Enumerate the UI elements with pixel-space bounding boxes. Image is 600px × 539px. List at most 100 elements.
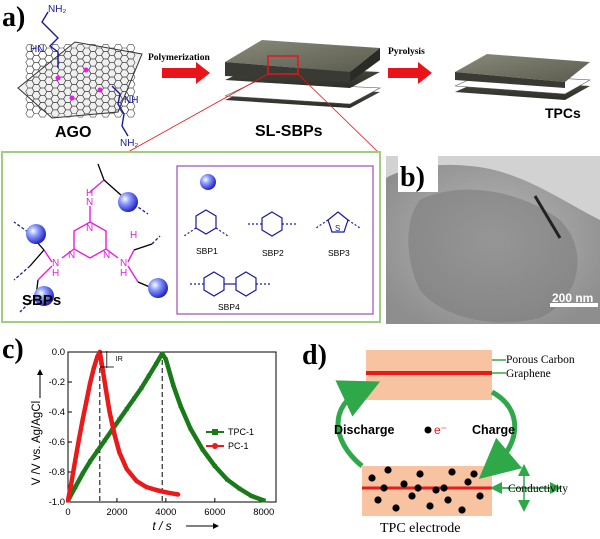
tem-edge bbox=[533, 195, 562, 239]
series-point bbox=[163, 357, 168, 362]
series-point bbox=[178, 404, 183, 408]
graphene-hex-cell bbox=[88, 109, 98, 118]
series-point bbox=[73, 485, 78, 489]
pyrolysis-label: Pyrolysis bbox=[388, 47, 425, 57]
tpc-electrode-label: TPC electrode bbox=[380, 521, 460, 536]
zoom-line-right bbox=[297, 73, 379, 153]
nh-h4: H bbox=[130, 230, 137, 241]
electron-dots bbox=[368, 466, 484, 514]
porous-carbon-label: Porous Carbon bbox=[506, 354, 575, 366]
electrode-dot bbox=[440, 484, 448, 492]
amine-nh2-bottom: NH₂ bbox=[120, 138, 138, 149]
panel-d: d) Porous Carbon Graphene Discharge Char… bbox=[302, 340, 575, 536]
spacer-sbp3: SBP3 bbox=[328, 248, 350, 258]
series-point bbox=[65, 498, 71, 503]
series-point bbox=[249, 494, 254, 498]
x-tick-label: 4000 bbox=[155, 507, 176, 518]
graphene-hex-cell bbox=[50, 109, 60, 118]
charge-label: Charge bbox=[472, 423, 515, 437]
triazine-n2: N bbox=[68, 250, 75, 261]
thiophene-s: S bbox=[335, 224, 340, 233]
sl-sbps-stack bbox=[224, 40, 382, 108]
series-point bbox=[132, 396, 137, 401]
y-tick-label: 0.0 bbox=[52, 347, 65, 358]
series-point bbox=[212, 464, 217, 468]
ir-label: IR bbox=[116, 356, 123, 363]
series-point bbox=[76, 436, 82, 442]
electrode-dot bbox=[464, 478, 472, 486]
series-point bbox=[107, 409, 112, 415]
sphere-4 bbox=[148, 278, 168, 298]
graphene-hex-cell bbox=[63, 109, 73, 118]
graphene-hex-cell bbox=[126, 44, 136, 52]
x-tick-label: 2000 bbox=[106, 507, 127, 518]
polymerization-label: Polymerization bbox=[148, 53, 210, 63]
series-point bbox=[117, 417, 122, 422]
electrode-dot bbox=[476, 492, 484, 500]
x-tick-label: 6000 bbox=[204, 507, 225, 518]
conductivity-label: Conductivity bbox=[508, 483, 568, 495]
electrode-dot bbox=[414, 484, 422, 492]
discharge-label: Discharge bbox=[334, 423, 394, 437]
panel-b-label: b) bbox=[400, 162, 425, 193]
series-point bbox=[160, 351, 165, 356]
scale-bar-label: 200 nm bbox=[552, 291, 593, 305]
series-point bbox=[139, 386, 144, 390]
y-tick-label: -1.0 bbox=[49, 497, 65, 508]
panel-a: a) NH₂ HN NH NH₂ AGO Polymerization bbox=[1, 2, 592, 323]
series-point bbox=[117, 450, 122, 455]
series-point bbox=[124, 407, 129, 411]
graphene-hex-cell bbox=[75, 109, 85, 118]
spacer-sbp4: SBP4 bbox=[218, 302, 240, 312]
electrode-dot bbox=[448, 468, 456, 476]
electron-dot bbox=[424, 426, 432, 434]
nh-h3: H bbox=[120, 268, 127, 279]
graphene-hex-cell bbox=[113, 109, 123, 118]
legend-swatch-marker bbox=[212, 443, 218, 449]
panel-b-label-bg bbox=[398, 156, 438, 192]
tpcs-stack bbox=[454, 54, 592, 100]
legend-sphere bbox=[200, 174, 216, 190]
amine-chain-top bbox=[41, 11, 59, 68]
series-point bbox=[103, 387, 109, 392]
series-point bbox=[134, 478, 139, 484]
series-point bbox=[80, 471, 85, 476]
sl-sbps-label: SL-SBPs bbox=[255, 123, 323, 140]
series-point bbox=[80, 417, 85, 422]
series-point bbox=[163, 490, 169, 495]
series-point bbox=[84, 399, 89, 404]
electrode-dot bbox=[432, 486, 440, 494]
sbp-structure: N N N N H N H N H N H bbox=[13, 163, 168, 313]
electrode-dot bbox=[426, 502, 434, 510]
charge-arrow bbox=[478, 389, 523, 480]
tpcs-label: TPCs bbox=[545, 105, 581, 121]
graphene-hex-cell bbox=[126, 109, 136, 118]
panel-c-label: c) bbox=[2, 334, 24, 365]
series-point bbox=[112, 432, 117, 437]
sbps-inset-frame bbox=[1, 151, 381, 323]
y-axis-label: V /V vs. Ag/AgCl bbox=[31, 401, 43, 485]
nh-h1: H bbox=[86, 188, 93, 199]
electrode-dot bbox=[470, 470, 478, 478]
x-tick-label: 0 bbox=[65, 507, 70, 518]
triazine-n1: N bbox=[86, 223, 93, 234]
y-tick-label: -0.8 bbox=[49, 467, 65, 478]
nh-n3: N bbox=[120, 258, 127, 269]
series-point bbox=[91, 366, 96, 371]
zoom-box bbox=[267, 55, 299, 75]
triazine-n3: N bbox=[103, 250, 110, 261]
x-axis-label: t / s bbox=[152, 519, 171, 533]
series-point bbox=[87, 381, 93, 386]
graphene-hex-cell bbox=[25, 109, 35, 118]
tem-particle bbox=[408, 189, 578, 323]
spacer-sbp2: SBP2 bbox=[262, 248, 284, 258]
nh-h2: H bbox=[52, 268, 59, 279]
graphene-hex-cell bbox=[101, 109, 111, 118]
nh-n2: N bbox=[52, 258, 59, 269]
sphere-1 bbox=[118, 192, 138, 212]
series-point bbox=[261, 498, 266, 503]
